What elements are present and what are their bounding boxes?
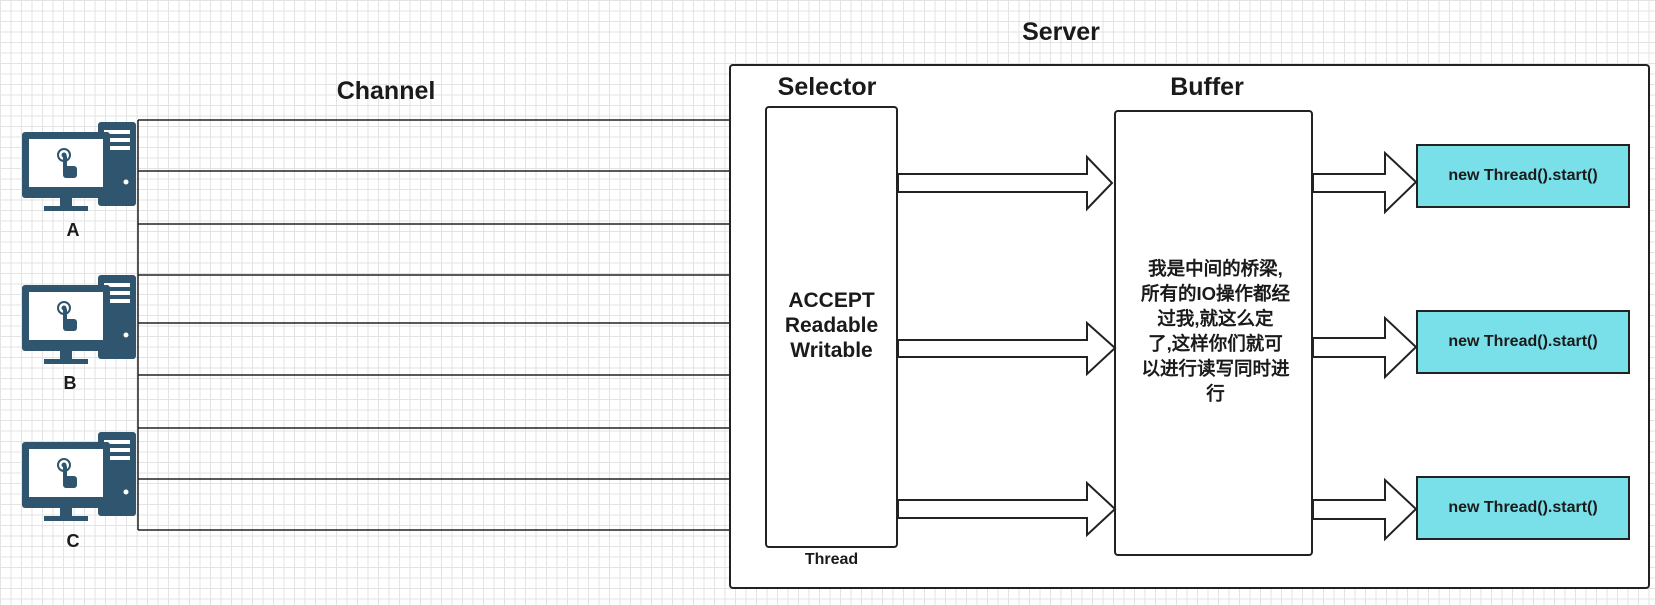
selector-event-readable: Readable [784, 314, 879, 337]
buffer-line: 我是中间的桥梁, [1148, 258, 1283, 279]
selector-box [765, 106, 898, 548]
channel-title: Channel [336, 77, 436, 105]
arrow-buffer-thread-2 [1312, 315, 1418, 380]
thread-box-3[interactable]: new Thread().start() [1416, 476, 1630, 540]
thread-box-1[interactable]: new Thread().start() [1416, 144, 1630, 208]
selector-event-writable: Writable [790, 339, 873, 362]
arrow-selector-buffer-3 [897, 480, 1117, 538]
selector-event-accept: ACCEPT [788, 289, 875, 312]
thread-box-2[interactable]: new Thread().start() [1416, 310, 1630, 374]
selector-thread-caption: Thread [804, 551, 859, 568]
computer-icon-a [21, 121, 137, 212]
selector-title: Selector [777, 73, 877, 101]
computer-icon-b [21, 274, 137, 365]
arrow-selector-buffer-2 [897, 320, 1117, 377]
buffer-line: 所有的IO操作都经 [1140, 283, 1291, 304]
server-title: Server [1022, 18, 1100, 46]
channel-lines [137, 119, 730, 531]
arrow-buffer-thread-1 [1312, 150, 1418, 215]
client-label-c: C [66, 531, 80, 551]
buffer-line: 过我,就这么定 [1157, 308, 1274, 329]
computer-icon-c [21, 431, 137, 522]
client-label-a: A [66, 220, 80, 240]
buffer-box [1114, 110, 1313, 556]
buffer-line: 以进行读写同时进 [1141, 358, 1290, 379]
client-label-b: B [63, 373, 77, 393]
buffer-description: 我是中间的桥梁, 所有的IO操作都经 过我,就这么定 了,这样你们就可 以进行读… [1118, 256, 1313, 406]
arrow-buffer-thread-3 [1312, 477, 1418, 542]
arrow-selector-buffer-1 [897, 154, 1114, 212]
buffer-line: 行 [1206, 383, 1225, 404]
buffer-line: 了,这样你们就可 [1148, 333, 1283, 354]
buffer-title: Buffer [1170, 73, 1244, 101]
selector-events: ACCEPT Readable Writable [765, 288, 898, 363]
